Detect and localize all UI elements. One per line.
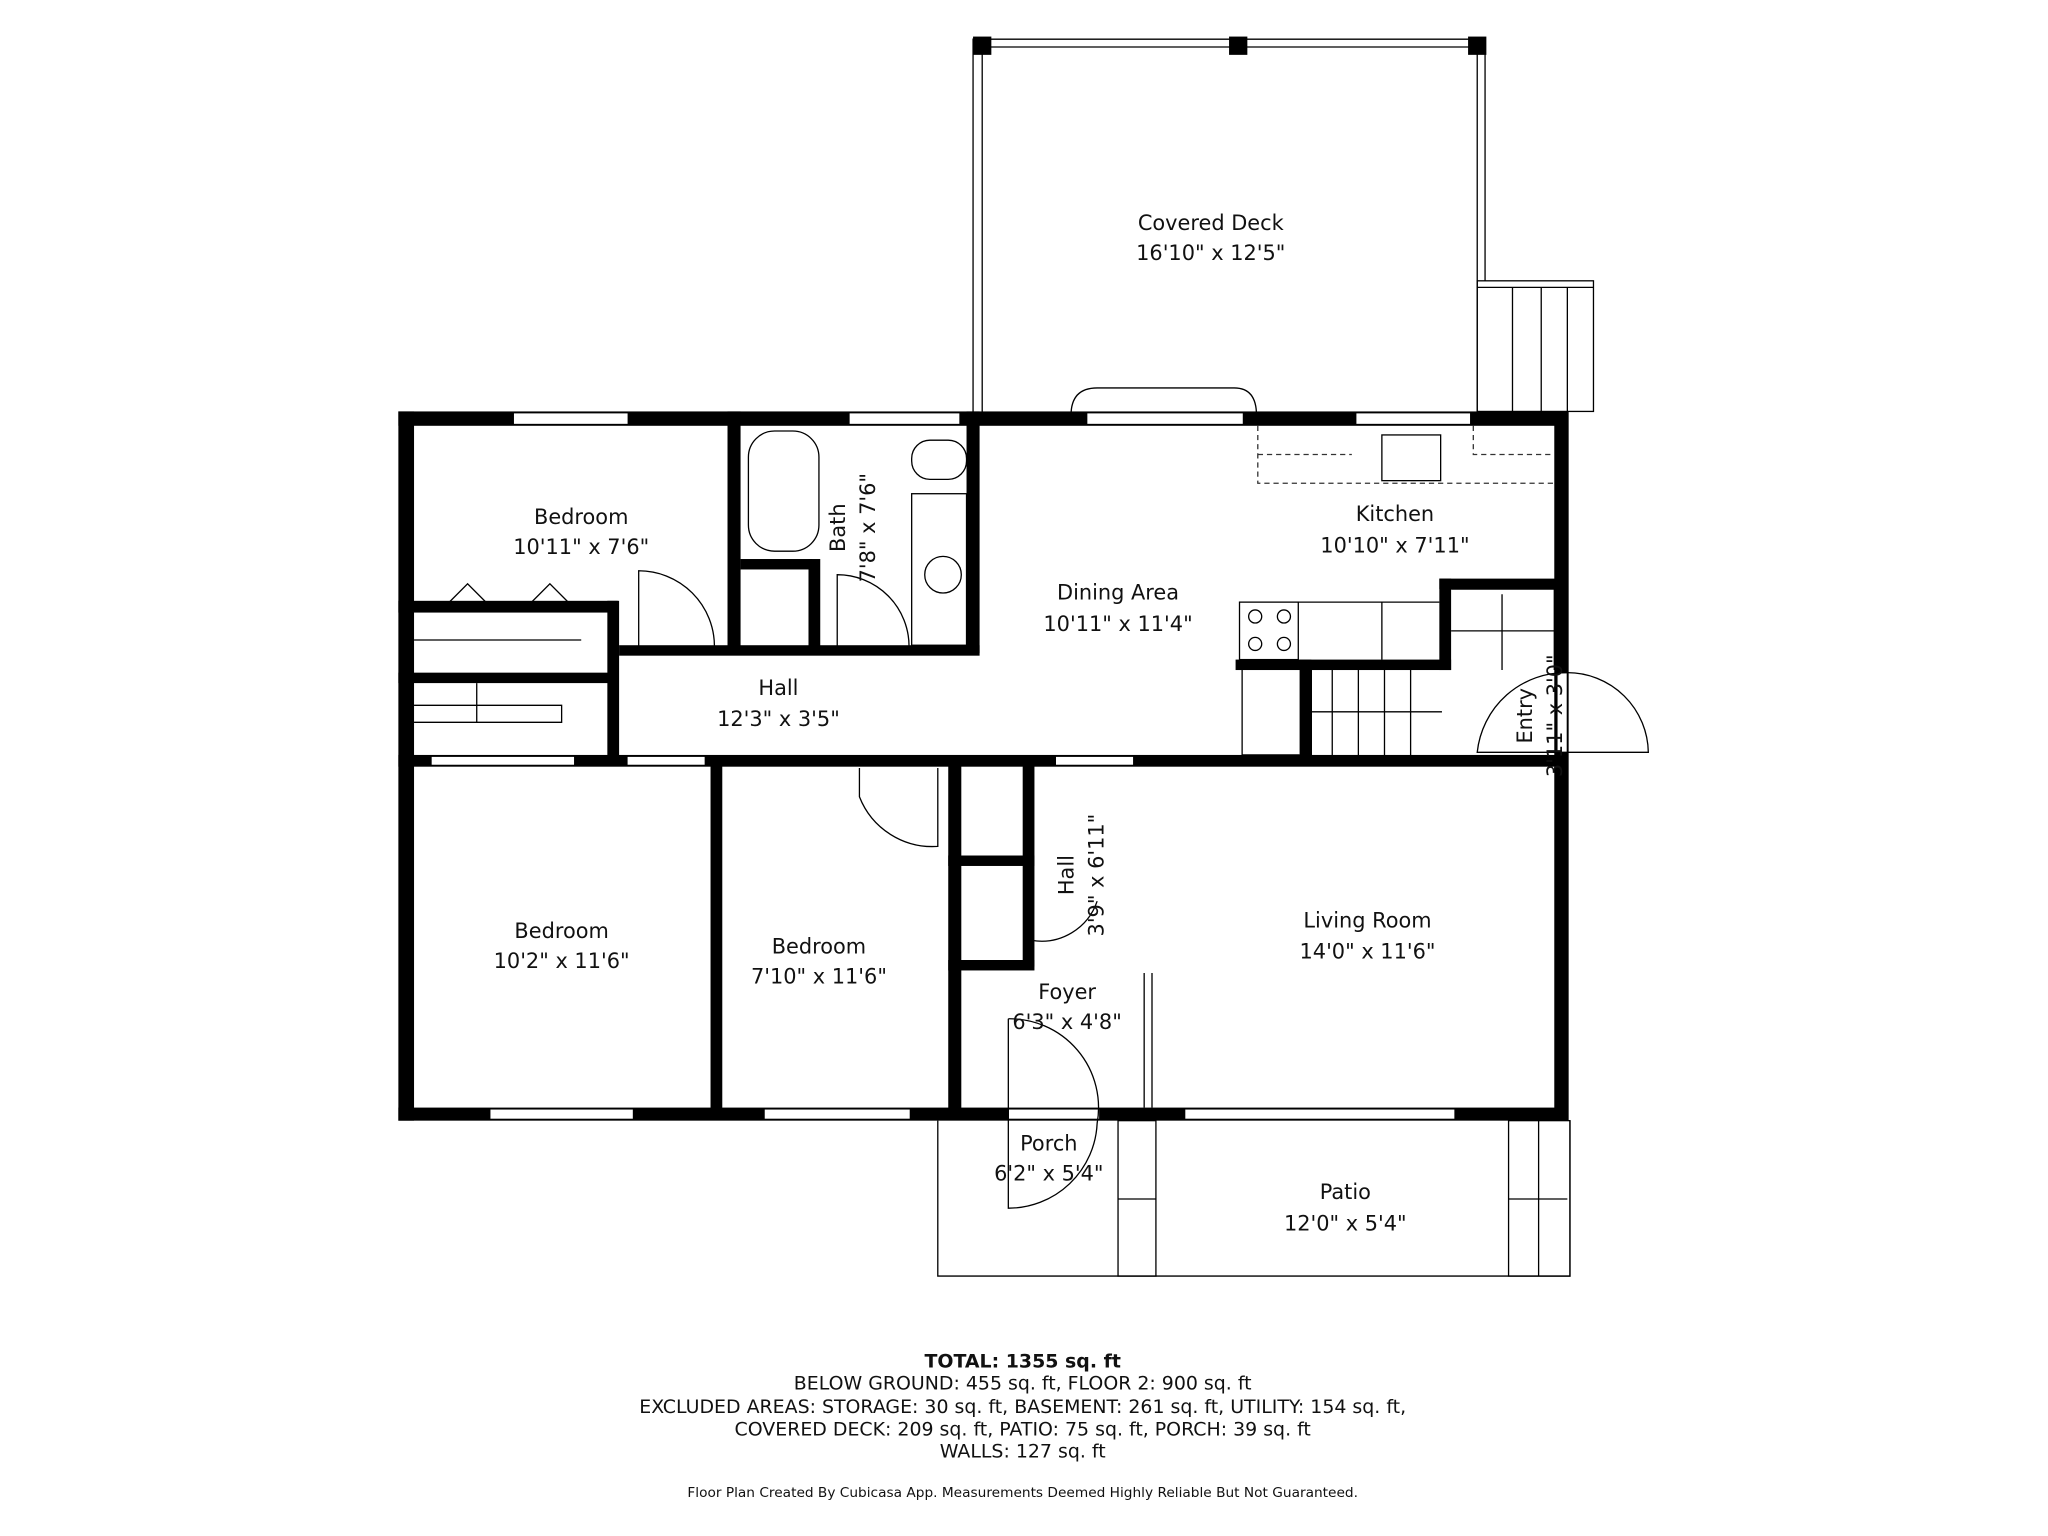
room-covered-deck: Covered Deck 16'10" x 12'5" [1136, 211, 1285, 265]
room-name: Hall [1055, 855, 1079, 895]
room-bath: Bath 7'8" x 7'6" [826, 473, 880, 582]
room-size: 10'2" x 11'6" [494, 949, 630, 973]
room-name: Hall [758, 676, 798, 700]
room-size: 16'10" x 12'5" [1136, 241, 1285, 265]
room-name: Foyer [1038, 980, 1096, 1004]
area-summary: TOTAL: 1355 sq. ft BELOW GROUND: 455 sq.… [639, 1351, 1406, 1501]
total-area: TOTAL: 1355 sq. ft [924, 1351, 1120, 1373]
room-size: 14'0" x 11'6" [1300, 940, 1436, 964]
room-size: 7'10" x 11'6" [751, 965, 887, 989]
summary-line: EXCLUDED AREAS: STORAGE: 30 sq. ft, BASE… [639, 1396, 1406, 1418]
room-bedroom-1: Bedroom 10'11" x 7'6" [513, 505, 649, 559]
room-name: Dining Area [1057, 581, 1179, 605]
room-name: Bedroom [514, 919, 608, 943]
room-name: Patio [1320, 1180, 1371, 1204]
room-hall-2: Hall 3'9" x 6'11" [1055, 814, 1109, 937]
room-name: Bedroom [772, 934, 866, 958]
room-living-room: Living Room 14'0" x 11'6" [1300, 908, 1436, 963]
covered-deck-outline [972, 36, 1595, 416]
room-size: 3'11" x 3'0" [1543, 654, 1567, 777]
room-name: Entry [1513, 688, 1537, 744]
credit-note: Floor Plan Created By Cubicasa App. Meas… [687, 1485, 1358, 1501]
room-foyer: Foyer 6'3" x 4'8" [1012, 980, 1121, 1034]
room-size: 10'10" x 7'11" [1320, 533, 1469, 557]
room-bedroom-3: Bedroom 7'10" x 11'6" [751, 934, 887, 988]
fixtures [414, 425, 1649, 1209]
room-entry: Entry 3'11" x 3'0" [1513, 654, 1567, 777]
room-size: 6'2" x 5'4" [994, 1162, 1103, 1186]
summary-line: COVERED DECK: 209 sq. ft, PATIO: 75 sq. … [735, 1418, 1311, 1440]
room-name: Bedroom [534, 505, 628, 529]
room-bedroom-2: Bedroom 10'2" x 11'6" [494, 919, 630, 973]
windows [430, 412, 1568, 1120]
room-size: 10'11" x 7'6" [513, 535, 649, 559]
room-name: Living Room [1303, 908, 1431, 932]
room-kitchen: Kitchen 10'10" x 7'11" [1320, 502, 1469, 557]
room-size: 10'11" x 11'4" [1043, 612, 1192, 636]
room-patio: Patio 12'0" x 5'4" [1284, 1180, 1407, 1235]
room-name: Covered Deck [1138, 211, 1285, 235]
summary-line: WALLS: 127 sq. ft [940, 1441, 1106, 1463]
room-name: Porch [1020, 1132, 1077, 1156]
room-size: 12'3" x 3'5" [717, 707, 840, 731]
room-porch: Porch 6'2" x 5'4" [994, 1132, 1103, 1186]
room-size: 12'0" x 5'4" [1284, 1211, 1407, 1235]
room-dining-area: Dining Area 10'11" x 11'4" [1043, 581, 1192, 636]
room-size: 6'3" x 4'8" [1012, 1010, 1121, 1034]
room-name: Bath [826, 503, 850, 552]
room-size: 3'9" x 6'11" [1085, 814, 1109, 937]
room-size: 7'8" x 7'6" [856, 473, 880, 582]
room-name: Kitchen [1356, 502, 1434, 526]
room-hall-1: Hall 12'3" x 3'5" [717, 676, 840, 731]
summary-line: BELOW GROUND: 455 sq. ft, FLOOR 2: 900 s… [794, 1373, 1252, 1395]
